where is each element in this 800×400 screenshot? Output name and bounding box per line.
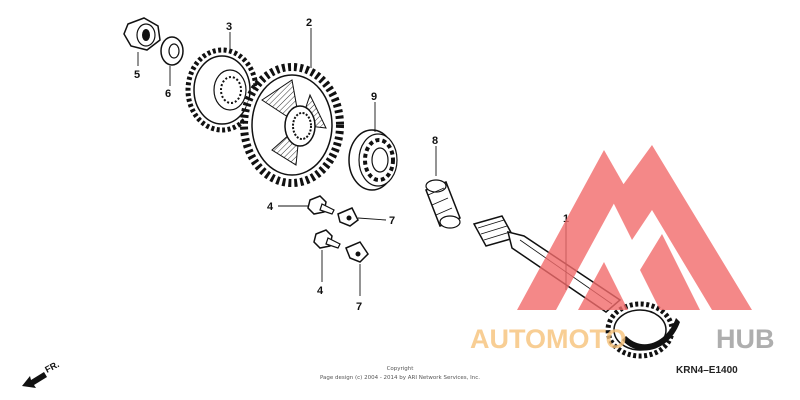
- part-4-bolt-upper[interactable]: [307, 195, 335, 215]
- callout-7-upper: 7: [389, 215, 395, 227]
- callout-5: 5: [134, 69, 140, 81]
- copyright-block: Copyright Page design (c) 2004 - 2014 by…: [320, 366, 480, 381]
- part-5-nut[interactable]: [123, 17, 161, 51]
- watermark-triangle-icon: [517, 145, 752, 310]
- part-3-small-gear[interactable]: [185, 47, 259, 133]
- front-indicator: FR.: [22, 359, 61, 388]
- copyright-line-1: Copyright: [387, 366, 415, 372]
- callout-4-upper: 4: [267, 201, 274, 213]
- part-9-bearing[interactable]: [348, 129, 398, 191]
- diagram-code: KRN4–E1400: [676, 365, 738, 376]
- callout-4-lower: 4: [317, 285, 324, 297]
- part-7-plate-lower[interactable]: [345, 241, 369, 263]
- watermark-logo: AUTOMOTO HUB: [470, 145, 775, 354]
- callout-1: 1: [563, 213, 569, 225]
- callout-9: 9: [371, 91, 377, 103]
- watermark-auto-text: AUTOMOTO: [470, 324, 627, 354]
- part-4-bolt-lower[interactable]: [313, 229, 341, 249]
- part-6-washer[interactable]: [160, 36, 184, 66]
- front-label: FR.: [43, 359, 60, 375]
- part-7-plate-upper[interactable]: [337, 207, 359, 227]
- callout-3: 3: [226, 21, 232, 33]
- copyright-line-2: Page design (c) 2004 - 2014 by ARI Netwo…: [320, 375, 480, 381]
- part-2-large-gear[interactable]: [240, 63, 344, 187]
- callout-7-lower: 7: [356, 301, 362, 313]
- callout-8: 8: [432, 135, 438, 147]
- front-arrow-icon: [22, 372, 47, 388]
- watermark-hub-text: HUB: [716, 324, 775, 354]
- callout-6: 6: [165, 88, 171, 100]
- callout-labels: 5 6 3 2 9 8 1 4 7 4 7: [134, 17, 569, 313]
- part-8-needle-bearing[interactable]: [425, 179, 461, 229]
- callout-2: 2: [306, 17, 312, 29]
